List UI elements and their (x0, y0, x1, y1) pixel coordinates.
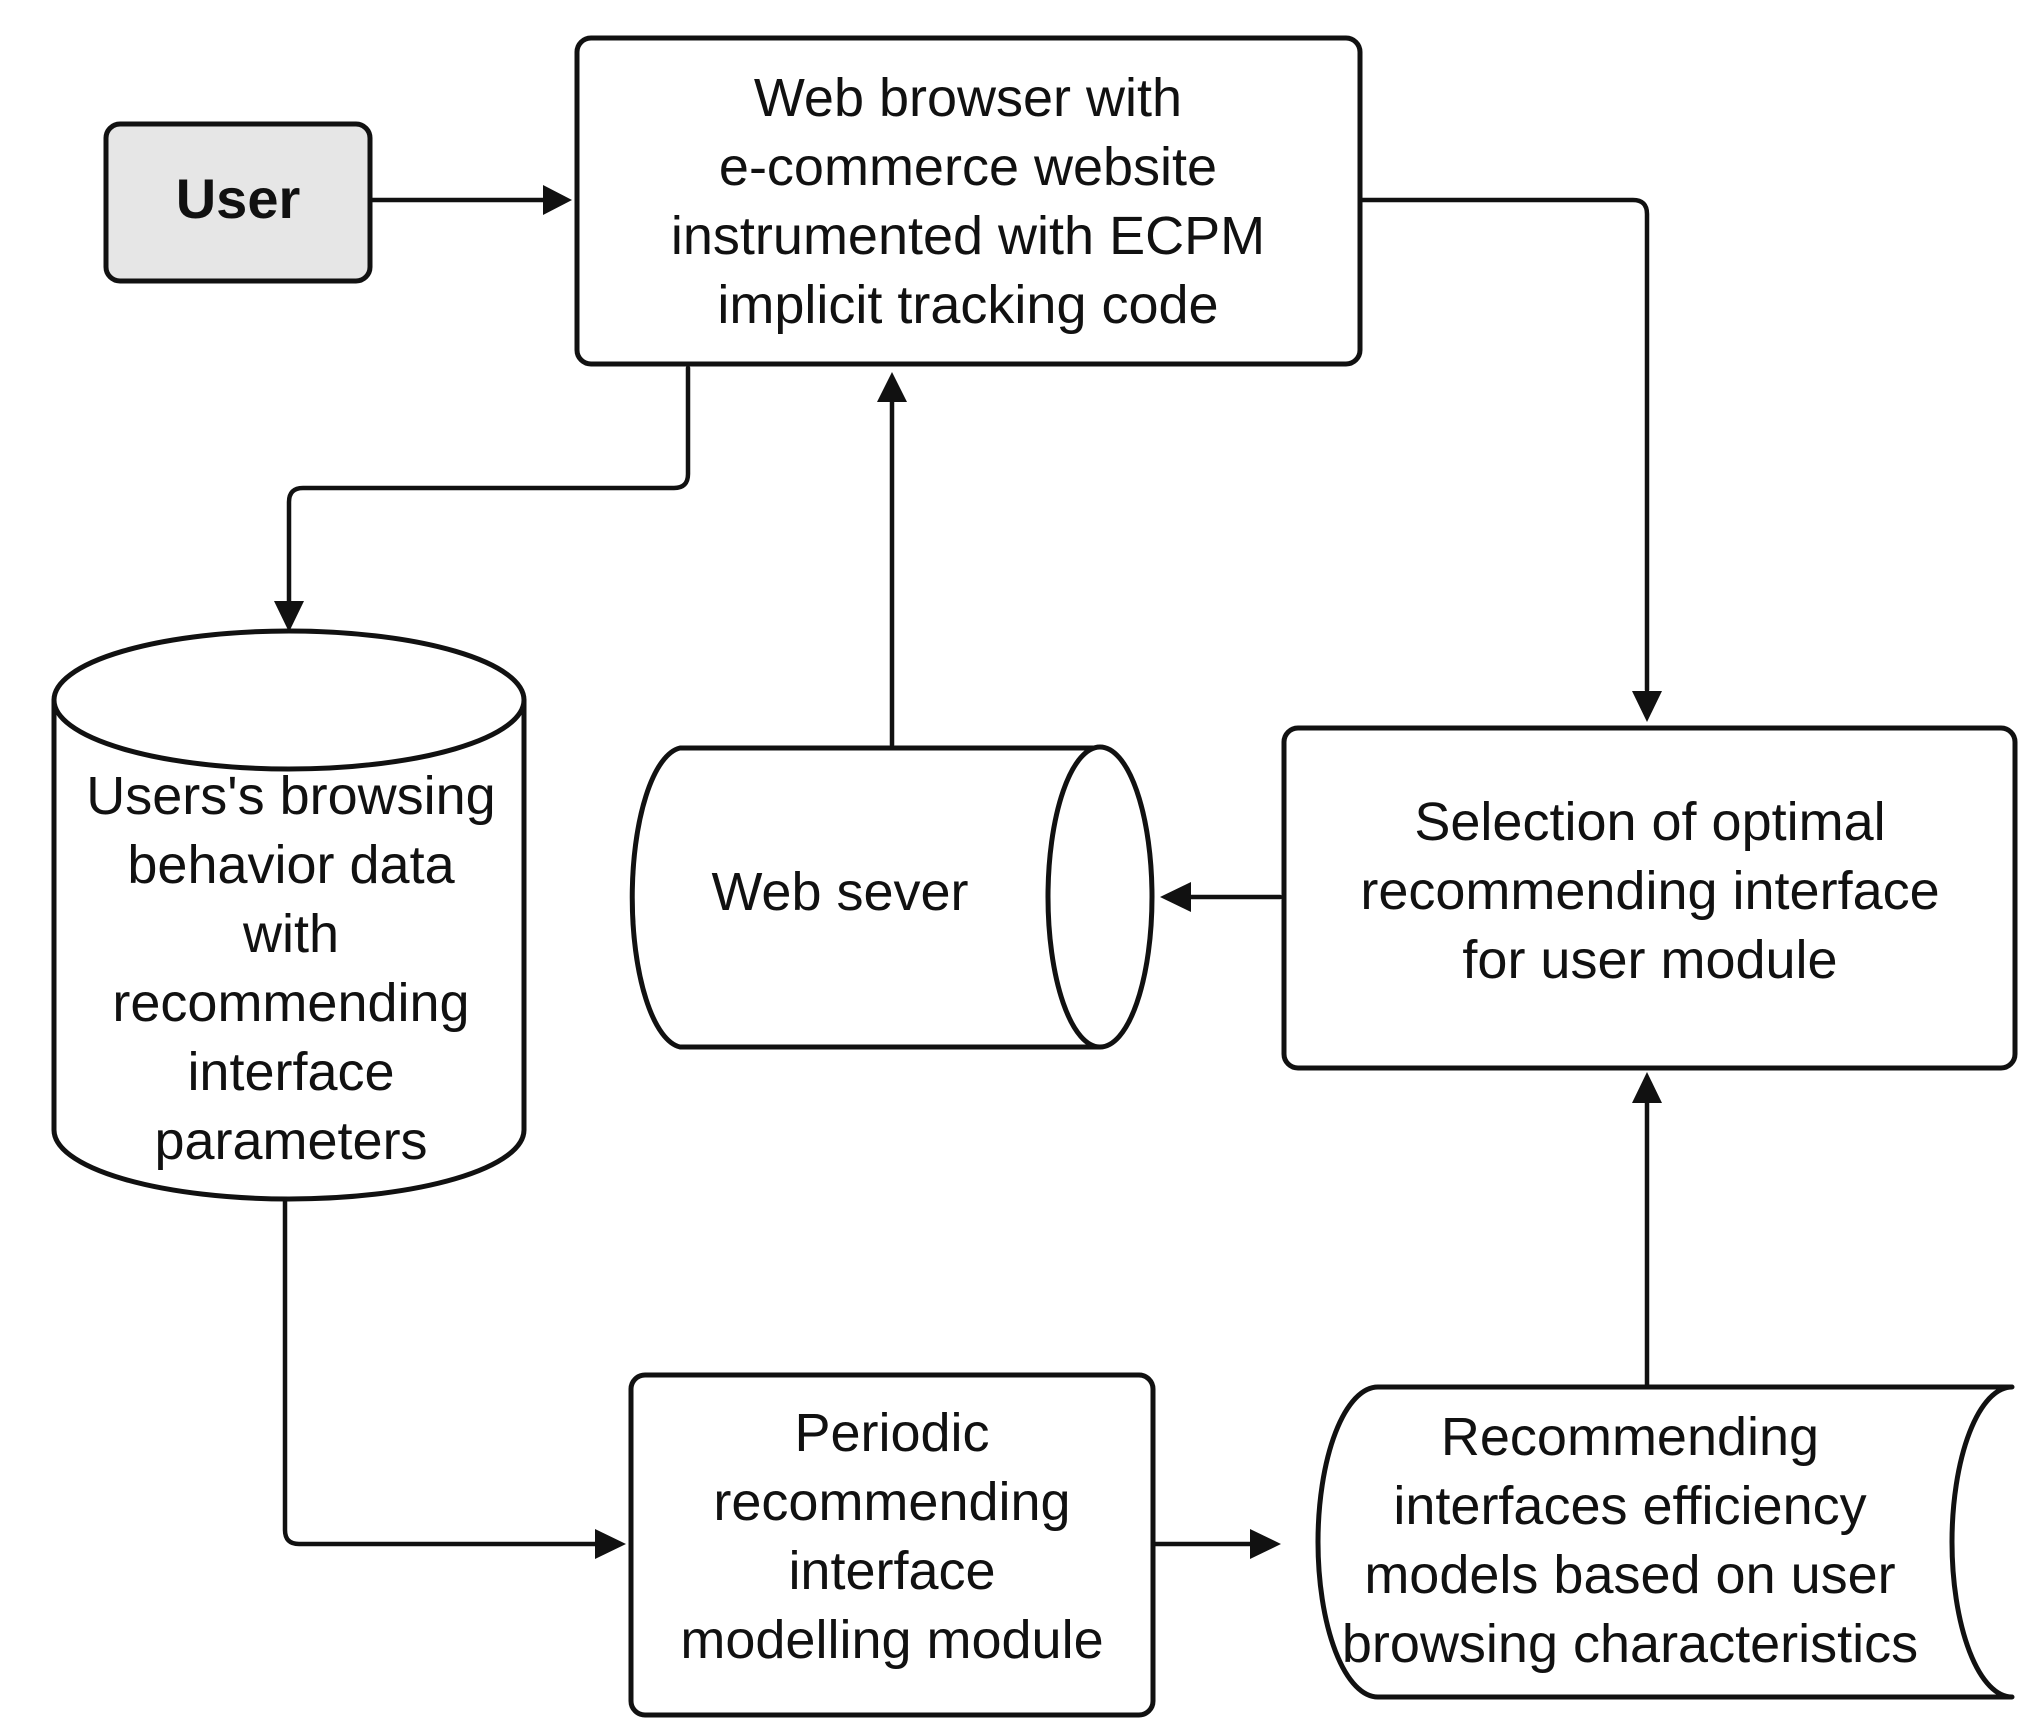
node-efficiency-models: Recommending interfaces efficiency model… (1315, 1384, 2015, 1700)
node-selection-module: Selection of optimal recommending interf… (1281, 725, 2018, 1071)
efficiency-line-1: Recommending (1441, 1407, 1819, 1467)
edge-user-to-web-browser (367, 185, 572, 215)
efficiency-line-3: models based on user (1364, 1545, 1895, 1605)
node-modelling-module: Periodic recommending interface modellin… (628, 1372, 1156, 1718)
browsing-data-line-1: Users's browsing (86, 766, 495, 826)
browsing-data-line-4: recommending (112, 973, 469, 1033)
selection-line-2: recommending interface (1360, 861, 1939, 921)
modelling-line-2: recommending (713, 1472, 1070, 1532)
selection-line-1: Selection of optimal (1414, 792, 1885, 852)
modelling-line-3: interface (788, 1541, 995, 1601)
edge-efficiency-models-to-selection (1632, 1072, 1662, 1390)
web-server-label: Web sever (711, 862, 968, 922)
browsing-data-line-5: interface (187, 1042, 394, 1102)
web-browser-line-3: instrumented with ECPM (671, 206, 1265, 266)
web-browser-line-2: e-commerce website (719, 137, 1217, 197)
node-browsing-data: Users's browsing behavior data with reco… (51, 628, 527, 1202)
browsing-data-line-6: parameters (154, 1111, 427, 1171)
browsing-data-line-3: with (242, 904, 339, 964)
efficiency-line-2: interfaces efficiency (1393, 1476, 1866, 1536)
selection-line-3: for user module (1462, 930, 1837, 990)
user-label: User (176, 167, 301, 230)
edge-selection-to-web-server (1160, 882, 1283, 912)
browsing-data-line-2: behavior data (127, 835, 455, 895)
web-browser-line-4: implicit tracking code (717, 275, 1218, 335)
edge-web-browser-to-selection (1357, 197, 1662, 722)
modelling-line-1: Periodic (794, 1403, 989, 1463)
node-web-server: Web sever (629, 744, 1155, 1050)
web-browser-line-1: Web browser with (754, 68, 1182, 128)
edge-browsing-data-to-modelling (282, 1197, 626, 1559)
node-web-browser: Web browser with e-commerce website inst… (574, 35, 1363, 367)
modelling-line-4: modelling module (680, 1610, 1103, 1670)
node-user: User (103, 121, 373, 284)
edge-web-browser-to-browsing-data (274, 365, 691, 632)
efficiency-line-4: browsing characteristics (1342, 1614, 1918, 1674)
edge-web-server-to-web-browser (877, 372, 907, 748)
edge-modelling-to-efficiency-models (1150, 1529, 1281, 1559)
